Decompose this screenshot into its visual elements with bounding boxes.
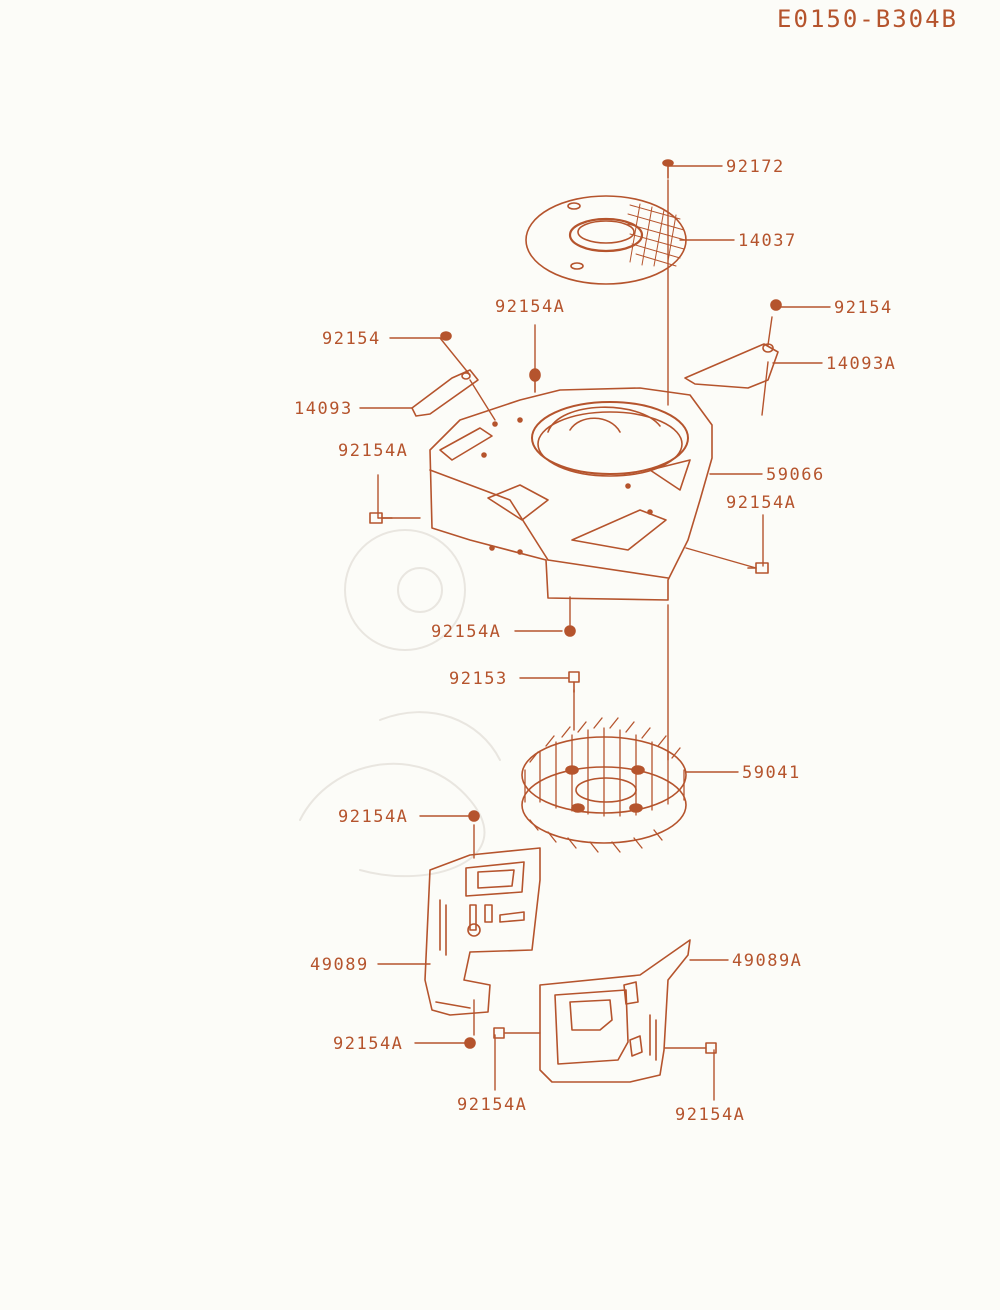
bolt-92154a-center [529, 368, 541, 393]
leader-lines [359, 165, 831, 1101]
screw-92172 [662, 159, 674, 179]
flywheel [521, 717, 687, 853]
callout-92172: 92172 [726, 157, 785, 177]
diagram-code: E0150-B304B [777, 5, 958, 33]
plate-49089 [424, 810, 541, 1049]
callout-92154a-plate-right-right: 92154A [675, 1105, 745, 1125]
callout-14093: 14093 [294, 399, 353, 419]
callout-92154a-left: 92154A [338, 441, 408, 461]
callout-92154a-plate-top: 92154A [338, 807, 408, 827]
callout-14037: 14037 [738, 231, 797, 251]
rotating-screen [525, 195, 687, 285]
callout-49089a: 49089A [732, 951, 802, 971]
bracket-14093a [684, 299, 782, 389]
callout-92154a-bottom: 92154A [431, 622, 501, 642]
callout-92154a-plate-right-left: 92154A [457, 1095, 527, 1115]
watermark [299, 529, 501, 878]
bolt-92154a-right [747, 562, 769, 574]
callout-92153: 92153 [449, 669, 508, 689]
bolt-92154a-left [369, 512, 393, 524]
callout-49089: 49089 [310, 955, 369, 975]
callout-92154-left: 92154 [322, 329, 381, 349]
callout-92154-right: 92154 [834, 298, 893, 318]
bracket-14093 [411, 331, 479, 417]
bolt-92154a-bottom [564, 625, 576, 637]
callout-92154a-center: 92154A [495, 297, 565, 317]
bolt-92153 [568, 671, 580, 693]
callout-59066: 59066 [766, 465, 825, 485]
plate-49089a [493, 939, 717, 1083]
callout-92154a-plate-bottom: 92154A [333, 1034, 403, 1054]
callout-14093a: 14093A [826, 354, 896, 374]
callout-59041: 59041 [742, 763, 801, 783]
callout-92154a-right: 92154A [726, 493, 796, 513]
fan-housing [429, 387, 713, 601]
